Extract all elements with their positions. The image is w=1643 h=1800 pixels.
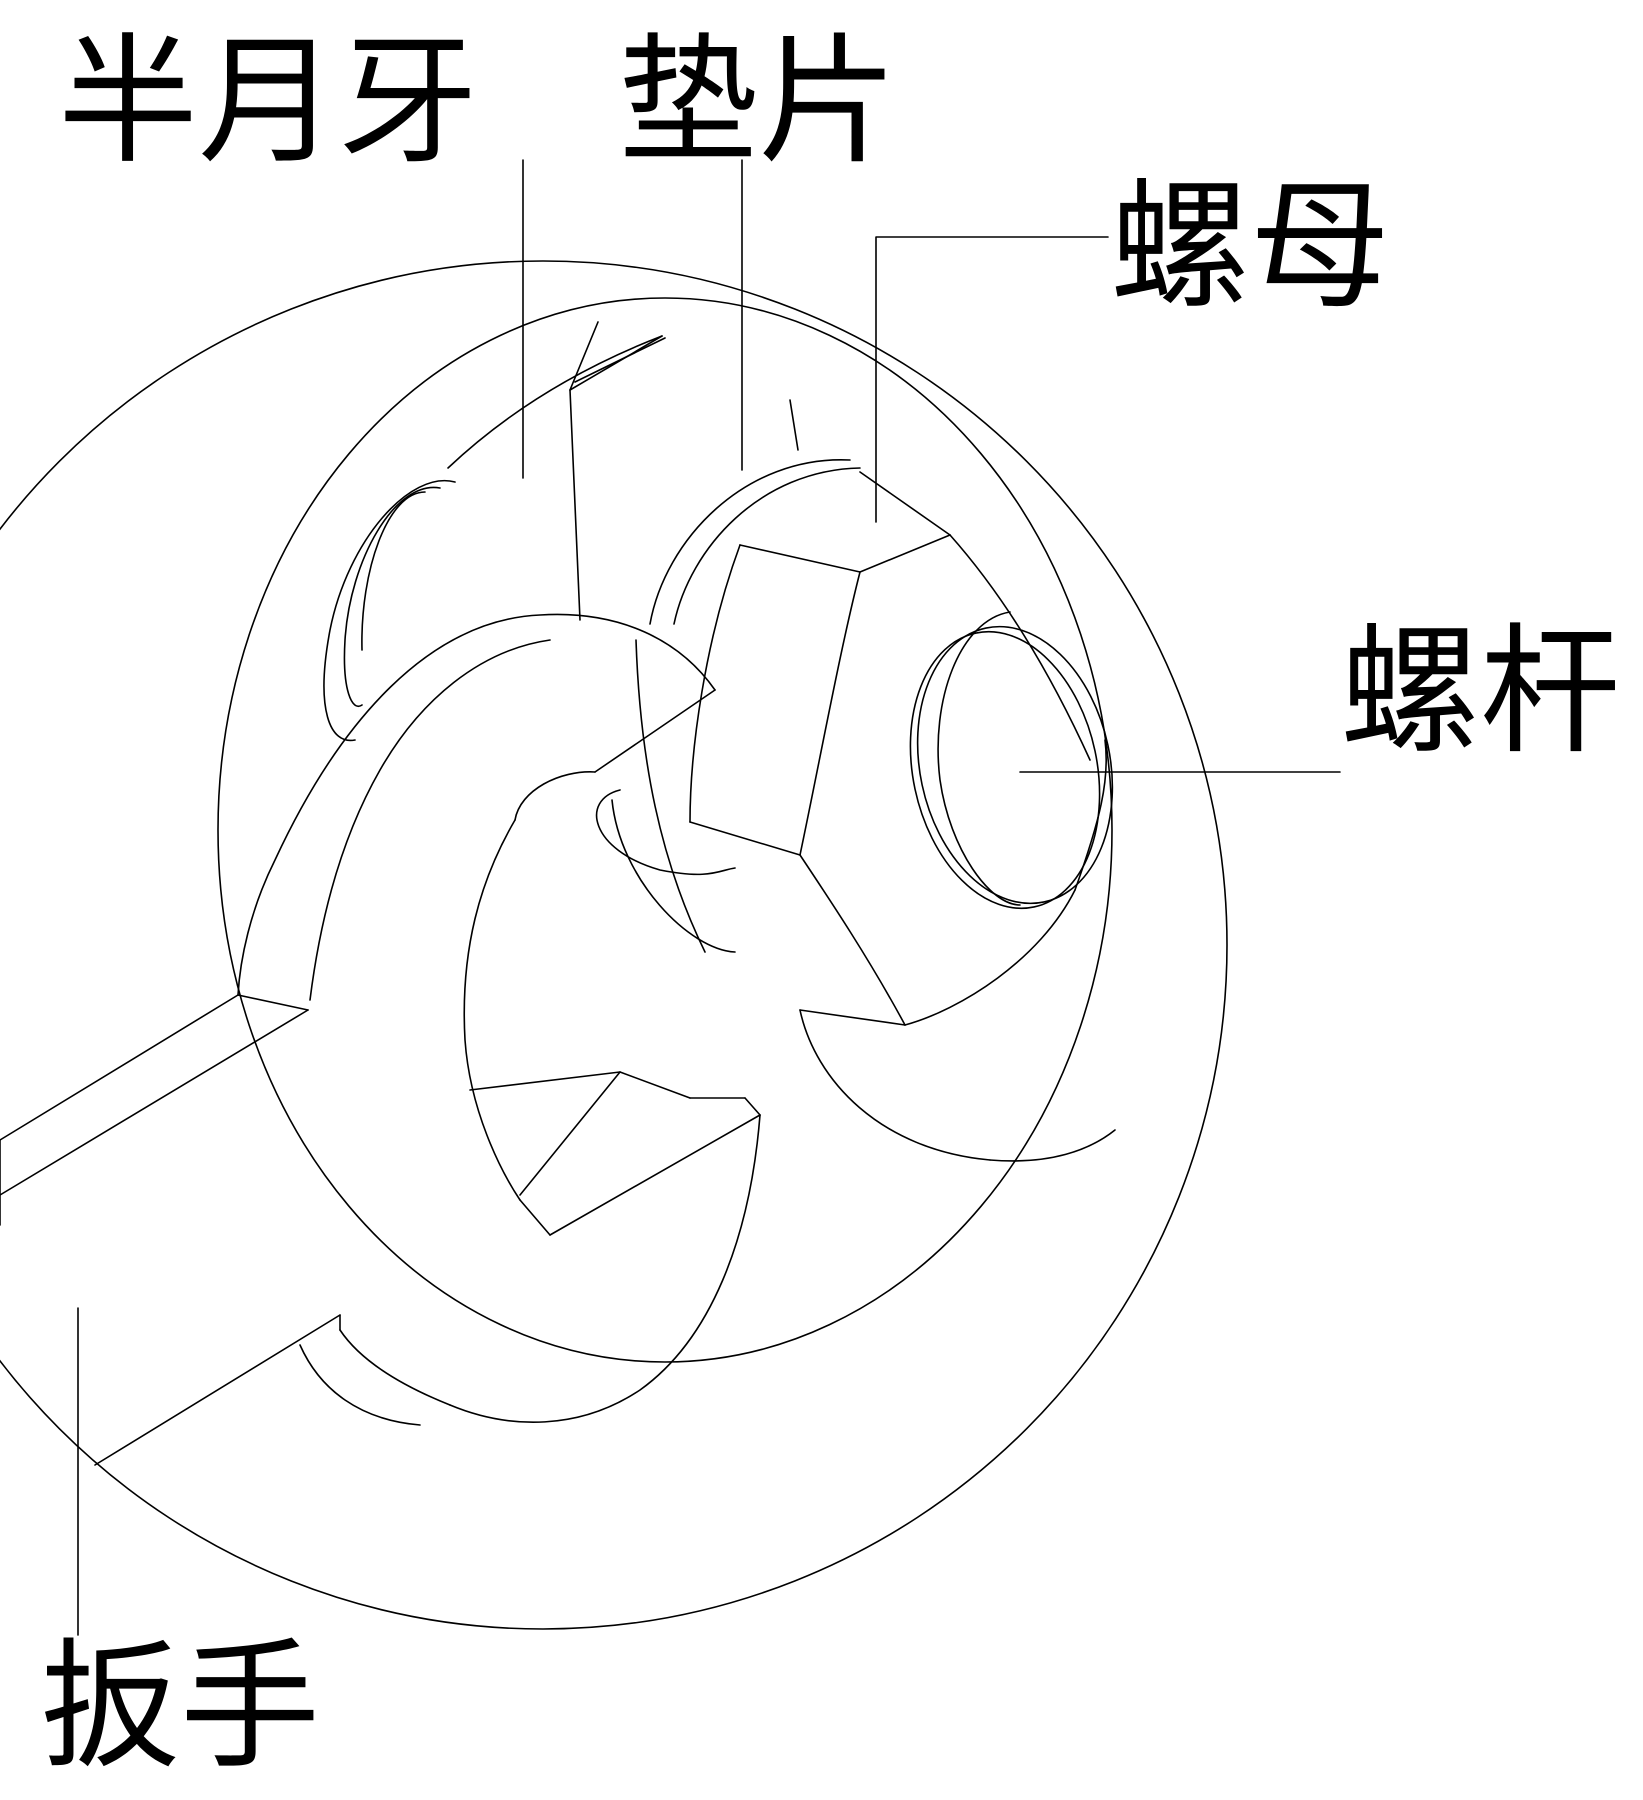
hex-nut-part bbox=[689, 471, 1116, 1162]
bolt-end-part bbox=[909, 611, 1114, 910]
leader-lines bbox=[77, 159, 1341, 1636]
base-plate-ring bbox=[217, 297, 1113, 1363]
washer-part bbox=[595, 399, 861, 953]
label-wrench: 扳手 bbox=[40, 1626, 320, 1789]
wrench-part bbox=[0, 613, 761, 1466]
outer-detail-circle bbox=[0, 260, 1228, 1630]
leader-nut bbox=[875, 236, 1109, 523]
label-washer: 垫片 bbox=[618, 21, 898, 184]
label-half-moon-tooth: 半月牙 bbox=[58, 21, 478, 184]
half-moon-tooth-part bbox=[447, 321, 666, 621]
rear-bore bbox=[323, 479, 456, 742]
label-bolt: 螺杆 bbox=[1340, 611, 1620, 774]
label-nut: 螺母 bbox=[1110, 166, 1390, 329]
